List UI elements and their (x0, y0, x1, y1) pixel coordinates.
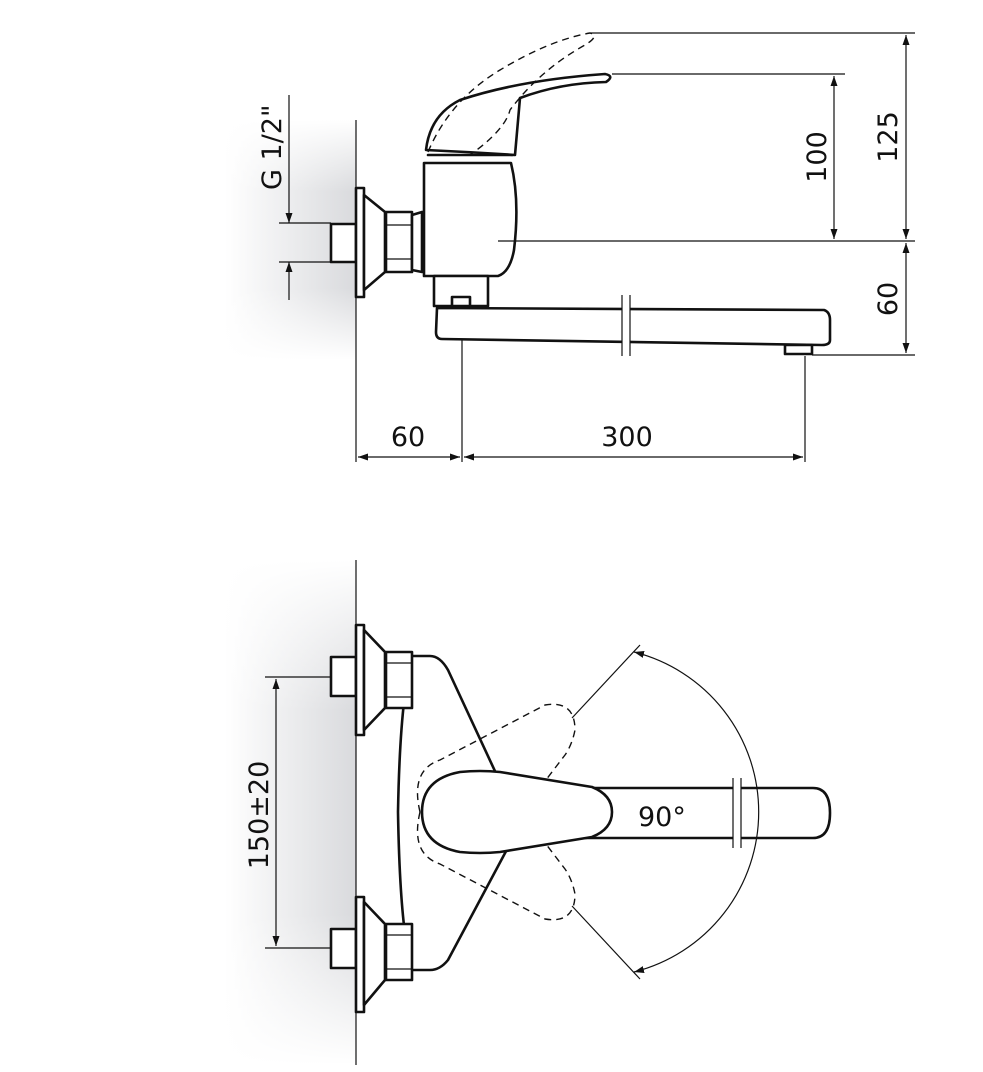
top-view: 90° 150±20 (225, 560, 832, 1065)
hex-nut-upper (384, 650, 414, 710)
inlet-pipe-upper (329, 655, 358, 698)
lever-height-label: 100 (802, 131, 833, 183)
inlet-pipe (329, 222, 358, 264)
wall-shading (225, 560, 356, 1065)
spout (434, 306, 832, 347)
rotation-angle-label: 90° (638, 802, 686, 833)
inlet-pipe-lower (329, 927, 358, 970)
lever-rotated-left-dashed (416, 703, 576, 841)
lever-handle-top (420, 769, 614, 855)
aerator (783, 343, 814, 356)
side-view: G 1/2" 100 125 60 60 300 (225, 32, 915, 462)
mixer-body (422, 161, 518, 278)
spout-reach-label: 300 (601, 422, 653, 453)
rotation-arc (633, 651, 760, 973)
hex-nut-lower (384, 922, 414, 982)
inlet-spacing-label: 150±20 (244, 761, 275, 870)
lever-raised-dashed (427, 32, 595, 156)
spout-height-label: 60 (873, 282, 904, 316)
escutcheon-cone (362, 193, 387, 292)
thread-size-label: G 1/2" (257, 105, 288, 190)
hex-nut (384, 210, 414, 274)
lever-rotated-right-dashed (416, 783, 576, 921)
raised-height-label: 125 (873, 111, 904, 163)
wall-offset-label: 60 (391, 422, 425, 453)
lever-handle (424, 72, 612, 157)
